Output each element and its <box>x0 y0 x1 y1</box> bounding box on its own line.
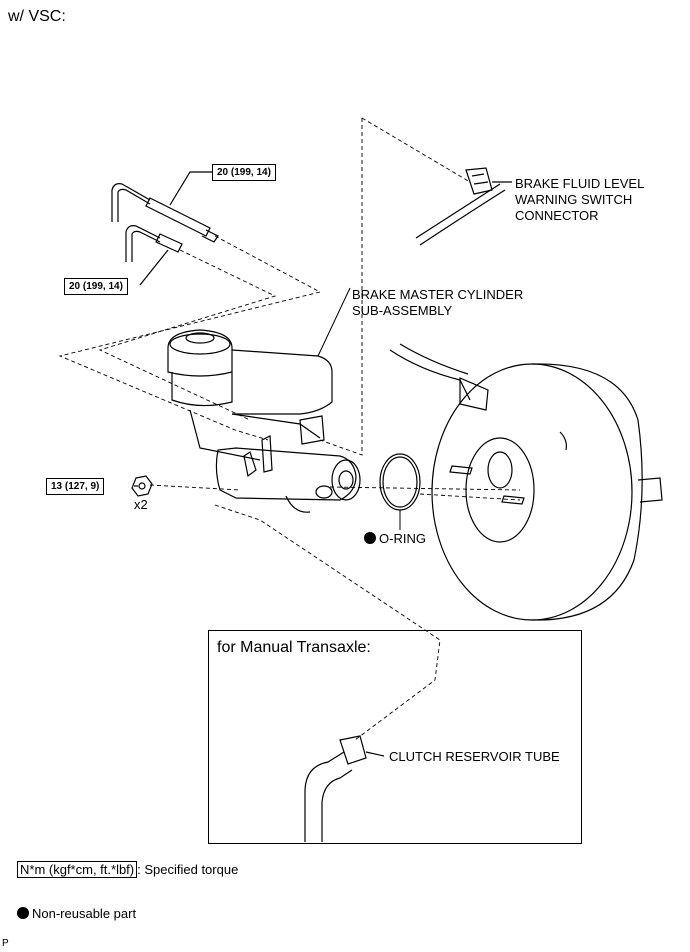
upper-pipe-routing-dashed <box>58 235 322 441</box>
master-cylinder-body <box>215 415 361 513</box>
non-reusable-legend-text: Non-reusable part <box>32 906 137 921</box>
brake-booster <box>389 343 663 621</box>
master-cylinder-label-line2: SUB-ASSEMBLY <box>352 303 453 318</box>
clutch-routing-dashed <box>214 504 441 741</box>
o-ring <box>379 453 421 530</box>
footer-code: P <box>2 938 9 949</box>
lower-torque-leader <box>139 249 169 286</box>
center-axis-dashed <box>329 486 521 491</box>
torque-legend-desc: : Specified torque <box>137 862 239 877</box>
lower-pipe-torque-box: 20 (199, 14) <box>64 278 128 295</box>
nut-quantity: x2 <box>134 497 148 512</box>
switch-routing-dashed <box>319 118 363 456</box>
lower-pipe-routing-dashed <box>98 249 277 421</box>
master-cylinder-reservoir <box>167 287 351 461</box>
upper-torque-leader <box>169 171 212 206</box>
legend-dot-icon <box>17 907 29 919</box>
manual-transaxle-inset: for Manual Transaxle: CLUTCH RESERVOIR T… <box>208 630 582 844</box>
non-reusable-dot-icon <box>364 532 376 544</box>
warning-switch-label-line1: BRAKE FLUID LEVEL <box>515 176 645 191</box>
nut-axis-dashed <box>149 484 241 491</box>
master-cylinder-label: BRAKE MASTER CYLINDER SUB-ASSEMBLY <box>352 287 523 319</box>
non-reusable-legend: Non-reusable part <box>17 906 136 922</box>
torque-legend-unit-box: N*m (kgf*cm, ft.*lbf) <box>17 861 138 878</box>
clutch-reservoir-tube <box>304 735 385 842</box>
warning-switch-label: BRAKE FLUID LEVEL WARNING SWITCH CONNECT… <box>515 176 644 224</box>
nut-torque-box: 13 (127, 9) <box>46 478 105 495</box>
o-ring-label: O-RING <box>364 531 426 547</box>
inset-title: for Manual Transaxle: <box>217 639 371 656</box>
page-heading: w/ VSC: <box>8 8 66 25</box>
nut <box>131 475 153 497</box>
warning-switch-label-line3: CONNECTOR <box>515 208 599 223</box>
torque-legend: N*m (kgf*cm, ft.*lbf): Specified torque <box>17 861 239 878</box>
warning-switch-label-line2: WARNING SWITCH <box>515 192 633 207</box>
clutch-tube-label: CLUTCH RESERVOIR TUBE <box>389 749 560 764</box>
warning-switch-connector <box>415 167 512 246</box>
stud-axis-dashed <box>419 493 521 501</box>
o-ring-label-text: O-RING <box>379 531 426 546</box>
switch-leader-dashed <box>361 117 471 183</box>
upper-brake-pipe <box>111 183 219 243</box>
lower-brake-pipe <box>125 225 183 262</box>
upper-pipe-torque-box: 20 (199, 14) <box>212 164 276 181</box>
master-cylinder-label-line1: BRAKE MASTER CYLINDER <box>352 287 524 302</box>
